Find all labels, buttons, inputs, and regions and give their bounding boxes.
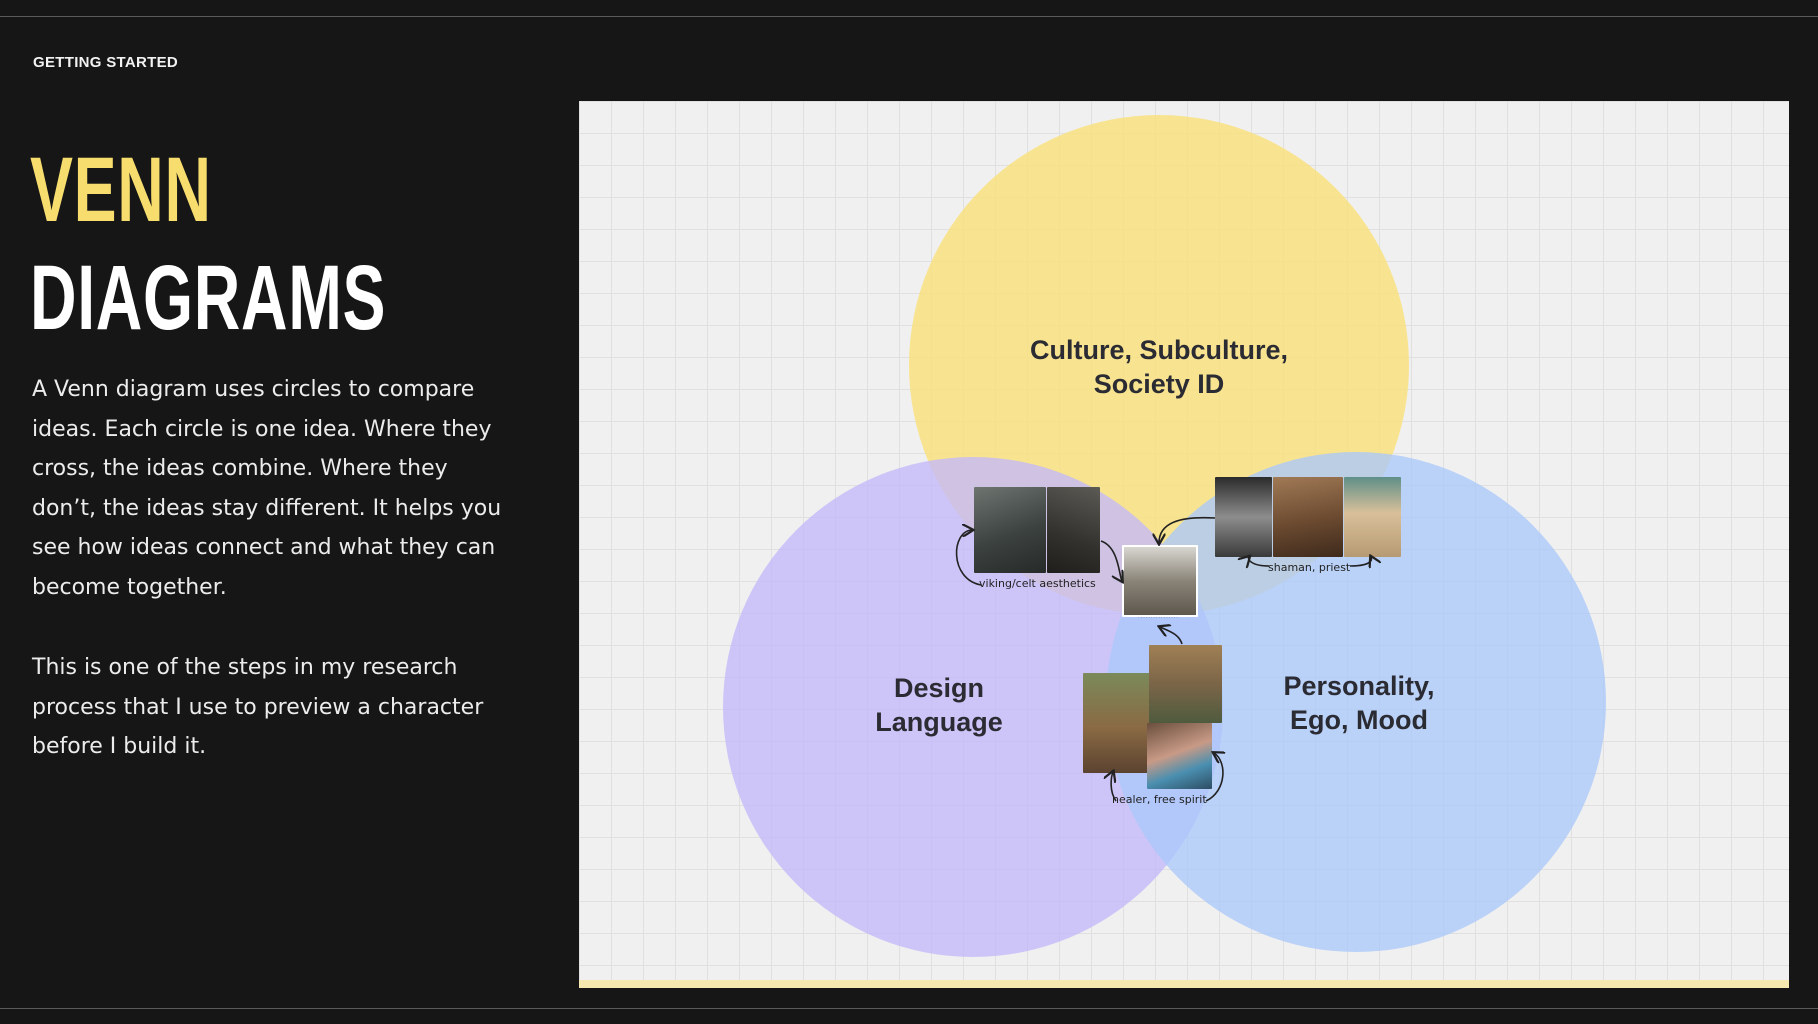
reference-photo-shaman-1 [1215,477,1272,557]
reference-photo-center-note: · · · · · · · · · · · · · · · · [1138,615,1178,620]
arrow-viking-to-center [1100,540,1122,581]
venn-label-culture: Culture, Subculture, Society ID [1029,335,1289,399]
venn-label-personality: Personality, Ego, Mood [1283,671,1435,735]
description-paragraph-1: A Venn diagram uses circles to compare i… [32,377,502,600]
connector-arrows [955,516,1789,802]
caption-shaman-priest: shaman, priest [1268,561,1351,574]
section-label: GETTING STARTED [33,54,179,71]
arrow-shaman-loop-left [1249,557,1270,566]
arrow-shaman-to-center [1159,516,1216,543]
arrow-shaman-loop-right [1349,557,1371,566]
caption-healer-free-spirit: healer, free spirit [1112,793,1207,806]
arrow-healer-loop-right [1205,753,1223,802]
reference-photo-healer-3 [1147,723,1212,789]
top-divider [0,16,1818,17]
reference-photo-healer-1 [1083,673,1150,773]
caption-viking-celt: viking/celt aesthetics [979,577,1096,590]
arrow-viking-loop [955,530,982,586]
venn-diagram-board: Culture, Subculture, Society ID Design L… [579,101,1789,988]
reference-photo-viking-2 [1047,487,1100,573]
bottom-divider [0,1008,1818,1009]
reference-photo-healer-2 [1149,645,1222,723]
reference-photo-shaman-3 [1344,477,1401,557]
title-line-2: DIAGRAMS [30,247,387,349]
reference-photo-shaman-2 [1273,477,1343,557]
title-line-1: VENN [30,139,212,241]
description-paragraph-2: This is one of the steps in my research … [32,655,484,759]
arrow-healer-to-center [1160,627,1183,645]
arrow-healer-loop-left [1111,772,1117,802]
venn-label-design: Design Language [875,673,1003,737]
page-title: VENN DIAGRAMS [30,136,386,352]
reference-photo-viking-1 [974,487,1046,573]
